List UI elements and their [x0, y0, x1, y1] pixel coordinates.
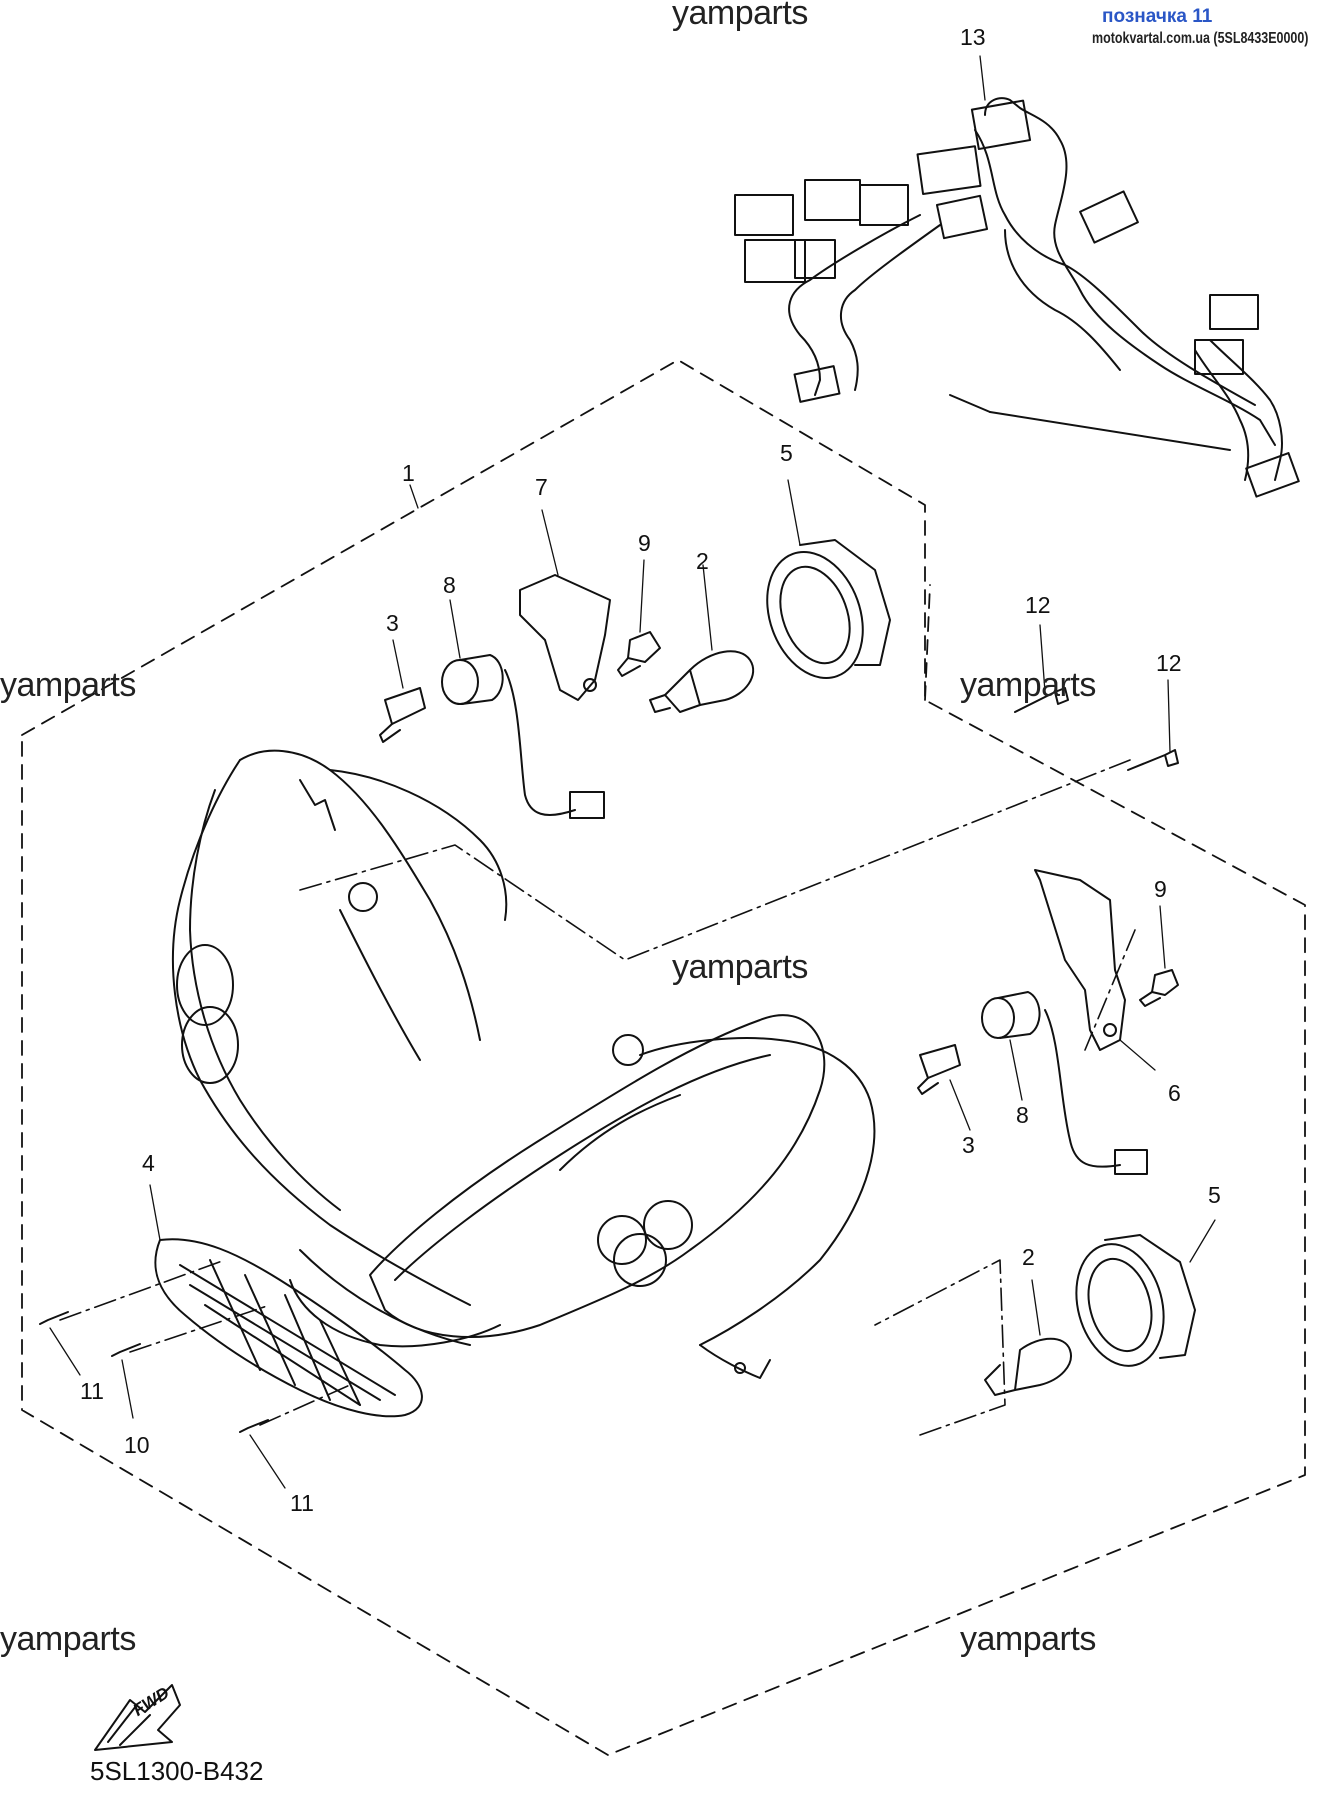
callout-9-upper: 9	[638, 530, 651, 556]
callout-9-lower: 9	[1154, 876, 1167, 902]
assembly-boundary	[21, 359, 1306, 1756]
fwd-arrow-icon	[94, 1684, 181, 1751]
leader-5b	[1189, 1219, 1216, 1263]
leader-11b	[249, 1434, 286, 1489]
header-label: позначка 11	[1102, 6, 1213, 27]
watermark-left: yamparts	[0, 666, 136, 704]
leader-5a	[787, 479, 801, 546]
leader-12b	[1167, 679, 1171, 753]
watermark-center: yamparts	[672, 948, 808, 986]
callout-8-upper: 8	[443, 572, 456, 598]
bulb-3-lower	[917, 1044, 961, 1095]
screw-12-b	[1127, 749, 1179, 771]
screw-11-b	[239, 1419, 269, 1433]
cover-5-upper	[766, 539, 891, 679]
leader-13	[979, 55, 986, 101]
callout-2-lower: 2	[1022, 1244, 1035, 1270]
bulb-9-lower	[1139, 969, 1179, 1007]
watermark-bottom-left: yamparts	[0, 1620, 136, 1658]
callout-11-a: 11	[80, 1378, 104, 1404]
bulb-2-lower	[984, 1337, 1072, 1396]
grille	[154, 1238, 423, 1418]
leader-right	[1084, 929, 1136, 1051]
callout-12-a: 12	[1025, 592, 1051, 618]
callout-8-lower: 8	[1016, 1102, 1029, 1128]
left-headlight-housing	[172, 749, 508, 1306]
leader-8a	[449, 599, 461, 659]
callout-1: 1	[402, 460, 415, 486]
callout-10: 10	[124, 1432, 150, 1458]
leader-2b	[1031, 1279, 1041, 1336]
leader-7	[541, 509, 559, 576]
callout-5-lower: 5	[1208, 1182, 1221, 1208]
bracket-7	[519, 574, 611, 701]
leader-6	[1119, 1039, 1156, 1071]
callout-12-b: 12	[1156, 650, 1182, 676]
callout-11-b: 11	[290, 1490, 314, 1516]
screw-12-a	[1014, 687, 1069, 713]
screw-11-a	[39, 1311, 69, 1325]
watermark-right: yamparts	[960, 666, 1096, 704]
right-headlight-housing	[289, 1014, 876, 1379]
leader-lower	[874, 1259, 1006, 1436]
watermark-bottom-right: yamparts	[960, 1620, 1096, 1658]
socket-8-left	[441, 654, 605, 819]
wiring-harness	[734, 97, 1300, 498]
screw-10	[111, 1343, 141, 1357]
bulb-9-upper	[617, 631, 661, 677]
diagram-code: 5SL1300-B432	[90, 1756, 264, 1786]
leader-10	[121, 1359, 134, 1419]
leader-9b	[1159, 905, 1166, 969]
leader-3b	[949, 1079, 971, 1131]
leader-upper	[299, 759, 1131, 961]
watermark-top: yamparts	[672, 0, 808, 32]
leader-12a	[1039, 624, 1046, 693]
callout-5-upper: 5	[780, 440, 793, 466]
leader-3a	[392, 639, 404, 689]
bulb-3-left	[379, 687, 426, 743]
callout-6: 6	[1168, 1080, 1181, 1106]
bracket-6	[1034, 869, 1126, 1051]
leader-4	[149, 1184, 161, 1241]
callout-3-upper: 3	[386, 610, 399, 636]
leader-2a	[702, 564, 713, 651]
leader-9a	[639, 559, 645, 633]
callout-4: 4	[142, 1150, 155, 1176]
bulb-2-upper	[649, 650, 755, 713]
callout-2-upper: 2	[696, 548, 709, 574]
cover-5-lower	[1075, 1234, 1196, 1367]
leader-8b	[1009, 1039, 1023, 1101]
callout-13: 13	[960, 24, 986, 50]
leader-11a	[49, 1327, 81, 1376]
callout-7: 7	[535, 474, 548, 500]
socket-8-lower	[981, 991, 1148, 1175]
leader-1	[409, 484, 419, 509]
callout-3-lower: 3	[962, 1132, 975, 1158]
inner-boundary	[924, 584, 931, 701]
header-site: motokvartal.com.ua (5SL8433E0000)	[1091, 30, 1308, 47]
